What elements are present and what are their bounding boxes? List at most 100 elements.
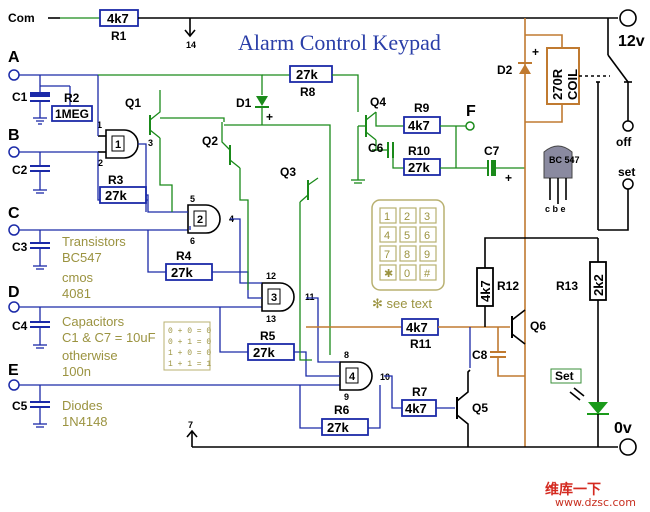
svg-text:R6: R6: [334, 403, 350, 417]
resistor-r8: [289, 65, 333, 83]
svg-text:www.dzsc.com: www.dzsc.com: [555, 496, 636, 509]
r1-value: 4k7: [107, 11, 129, 26]
svg-text:4k7: 4k7: [408, 118, 430, 133]
svg-text:27k: 27k: [327, 420, 349, 435]
keypad-key: [419, 207, 437, 224]
and-gate-3: 3 12 13 11: [261, 271, 315, 324]
svg-text:2: 2: [98, 158, 103, 168]
svg-text:8: 8: [344, 350, 349, 360]
keypad-key: [419, 245, 437, 262]
svg-text:Q1: Q1: [125, 96, 141, 110]
transistor-q3: Q3: [280, 165, 319, 203]
input-d[interactable]: D: [8, 284, 262, 313]
and-gate-1: 1 1 2 3: [97, 120, 153, 168]
diagram-title: Alarm Control Keypad: [238, 30, 441, 55]
svg-text:0 + 1 = 0: 0 + 1 = 0: [168, 338, 211, 347]
keypad-key: [419, 264, 437, 281]
svg-text:BC547: BC547: [62, 250, 102, 265]
svg-text:C8: C8: [472, 348, 488, 362]
svg-text:Q4: Q4: [370, 95, 386, 109]
svg-text:R11: R11: [410, 337, 432, 351]
svg-text:R10: R10: [408, 144, 430, 158]
diode-d2: D2 +: [497, 45, 539, 77]
keypad-key-label: 4: [384, 230, 390, 242]
svg-text:3: 3: [271, 292, 277, 304]
set-terminal-label: set: [618, 165, 635, 179]
svg-text:27k: 27k: [253, 345, 275, 360]
keypad-key: [419, 226, 437, 243]
keypad-key-label: 3: [424, 211, 430, 223]
and-gate-2: 2 5 6 4: [187, 194, 234, 246]
keypad-key-label: #: [424, 268, 431, 280]
input-e[interactable]: E: [8, 362, 340, 391]
svg-text:R4: R4: [176, 249, 192, 263]
svg-text:1MEG: 1MEG: [55, 107, 89, 121]
svg-text:4081: 4081: [62, 286, 91, 301]
svg-text:+: +: [266, 110, 273, 124]
svg-text:100n: 100n: [62, 364, 91, 379]
svg-text:5: 5: [190, 194, 195, 204]
capacitor-c4: C4: [12, 307, 50, 349]
input-c[interactable]: C: [8, 205, 190, 236]
keypad-key: [379, 245, 397, 262]
terminal-0v: [619, 438, 637, 456]
svg-text:Q2: Q2: [202, 134, 218, 148]
resistor-r2: 1MEG R2: [40, 85, 93, 122]
transistor-q1: Q1: [125, 90, 161, 139]
svg-text:c b e: c b e: [545, 204, 566, 214]
capacitor-c3: C3: [12, 230, 50, 270]
keypad-key: [399, 226, 417, 243]
terminal-12v: [619, 9, 637, 27]
set-terminal[interactable]: [622, 178, 634, 190]
svg-text:E: E: [8, 362, 19, 379]
svg-text:R13: R13: [556, 279, 578, 293]
pin-7: 7: [188, 420, 193, 430]
set-led: Set: [550, 368, 609, 447]
svg-text:R12: R12: [497, 279, 519, 293]
svg-text:9: 9: [344, 392, 349, 402]
keypad-key-label: 6: [424, 230, 430, 242]
svg-text:C7: C7: [484, 144, 500, 158]
resistor-r12: [476, 267, 494, 307]
svg-text:R2: R2: [64, 91, 80, 105]
r1-ref: R1: [111, 29, 127, 43]
svg-text:10: 10: [380, 372, 390, 382]
svg-text:C3: C3: [12, 240, 28, 254]
svg-text:27k: 27k: [105, 188, 127, 203]
svg-text:27k: 27k: [408, 160, 430, 175]
svg-text:Q3: Q3: [280, 165, 296, 179]
resistor-r9: [403, 116, 441, 134]
keypad-key-label: 0: [404, 268, 410, 280]
transistor-q5: Q5: [456, 369, 488, 447]
svg-text:D1: D1: [236, 96, 252, 110]
svg-text:11: 11: [305, 292, 315, 302]
svg-text:4k7: 4k7: [405, 401, 427, 416]
svg-text:COIL: COIL: [565, 69, 580, 100]
svg-text:4k7: 4k7: [406, 320, 428, 335]
svg-text:1: 1: [97, 120, 102, 130]
resistor-r10: [403, 158, 441, 176]
off-terminal[interactable]: [622, 120, 634, 132]
svg-text:C2: C2: [12, 163, 28, 177]
svg-text:Capacitors: Capacitors: [62, 314, 125, 329]
transistor-q2: Q2: [202, 122, 241, 169]
svg-text:2: 2: [197, 214, 203, 226]
input-b[interactable]: B: [8, 127, 98, 158]
capacitor-c6: C6: [368, 141, 394, 158]
svg-text:+: +: [505, 171, 512, 185]
resistor-r6: [321, 418, 369, 436]
input-a[interactable]: A: [8, 49, 98, 81]
keypad-key: [399, 207, 417, 224]
transistor-q6: Q6: [511, 309, 546, 345]
keypad-key-label: ✱: [384, 268, 393, 280]
svg-text:R9: R9: [414, 101, 430, 115]
svg-text:Diodes: Diodes: [62, 398, 103, 413]
and-gate-4: 4 8 9 10: [339, 350, 390, 402]
keypad-key-label: 7: [384, 249, 390, 261]
svg-text:0 + 0 = 0: 0 + 0 = 0: [168, 327, 211, 336]
capacitor-c8: C8: [472, 327, 525, 377]
com-label: Com: [8, 11, 35, 25]
truth-table: 0 + 0 = 0 0 + 1 = 0 1 + 0 = 0 1 + 1 = 1: [163, 321, 211, 371]
svg-text:cmos: cmos: [62, 270, 94, 285]
